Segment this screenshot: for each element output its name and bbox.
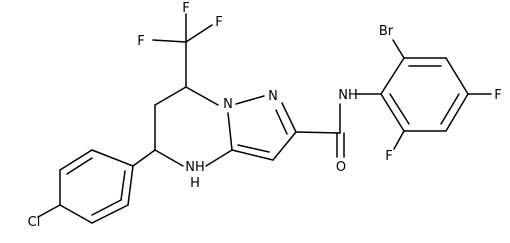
- atom-label-br: Br: [379, 24, 394, 39]
- molecule-diagram: F F F N N NH O NH H Cl Br F F: [28, 1, 502, 230]
- atom-label-o-carbonyl: O: [336, 160, 346, 175]
- difluorophenyl-ring: [380, 39, 492, 150]
- bond-ar1-inner-2: [91, 199, 122, 216]
- bond-ar1-c1-c2: [91, 149, 134, 167]
- atom-label-f-top-mid: F: [182, 1, 189, 16]
- pyrimidine-ring: [154, 86, 233, 167]
- bond-c5-n4: [154, 149, 184, 167]
- atom-label-cl: Cl: [28, 215, 41, 230]
- atom-label-f-ortho: F: [385, 149, 392, 164]
- atom-label-f-top-left: F: [137, 34, 144, 49]
- bond-c5-ar1: [132, 149, 156, 167]
- bond-ar1-c4-c5: [59, 204, 93, 224]
- bond-ar2-c1-c2: [380, 57, 405, 95]
- bond-ar2-c3-c4: [445, 57, 469, 95]
- atom-label-nh-amide: NH: [338, 88, 358, 103]
- bond-cf3-f1: [152, 39, 187, 43]
- chlorophenyl-ring: [37, 149, 156, 224]
- bond-c2-c3: [272, 131, 297, 161]
- bond-ar2-inner-3: [389, 93, 410, 125]
- bond-c3-c3a-inner: [237, 144, 270, 153]
- bond-ar1-inner-3: [120, 170, 126, 201]
- bond-n1-n2: [235, 95, 265, 105]
- atom-label-n-ring: N: [223, 97, 233, 112]
- atom-label-f-top-right: F: [215, 15, 222, 30]
- bond-cf3-f3: [185, 24, 213, 43]
- bond-n2-c2: [281, 102, 297, 133]
- bond-c3-c3a: [231, 149, 274, 161]
- bond-c7-c6: [154, 86, 187, 106]
- bond-ar2-f-ortho: [393, 130, 405, 150]
- bond-c7-n1: [185, 86, 219, 106]
- bond-ar1-c6-c1: [127, 165, 134, 206]
- bond-ar2-br: [392, 39, 405, 59]
- bond-ar1-c2-c3: [59, 149, 93, 171]
- bond-ar1-cl: [37, 204, 61, 218]
- bond-ar1-inner-1: [66, 157, 93, 175]
- atom-label-nh-ring: NH: [185, 160, 205, 175]
- atom-label-h-ring: H: [190, 176, 200, 191]
- amide-group: [295, 93, 382, 158]
- atom-labels: F F F N N NH O NH H Cl Br F F: [28, 1, 502, 230]
- bond-c2-carbonyl: [295, 131, 341, 134]
- atom-label-f-para: F: [494, 88, 501, 103]
- structure-canvas: F F F N N NH O NH H Cl Br F F: [28, 1, 502, 230]
- bond-ar2-inner-2: [440, 93, 460, 125]
- cf3-group: [152, 13, 213, 88]
- bond-c3a-n1: [227, 112, 233, 151]
- pyrazole-ring: [231, 95, 297, 161]
- bond-ar2-c4-c5: [445, 93, 469, 132]
- bond-ar2-c6-c1: [380, 93, 405, 132]
- atom-label-n-pyrazole: N: [268, 89, 278, 104]
- bond-n2-c2-inner: [275, 109, 288, 135]
- bond-ar1-c5-c6: [91, 204, 129, 224]
- bond-n4-c3a: [205, 149, 233, 167]
